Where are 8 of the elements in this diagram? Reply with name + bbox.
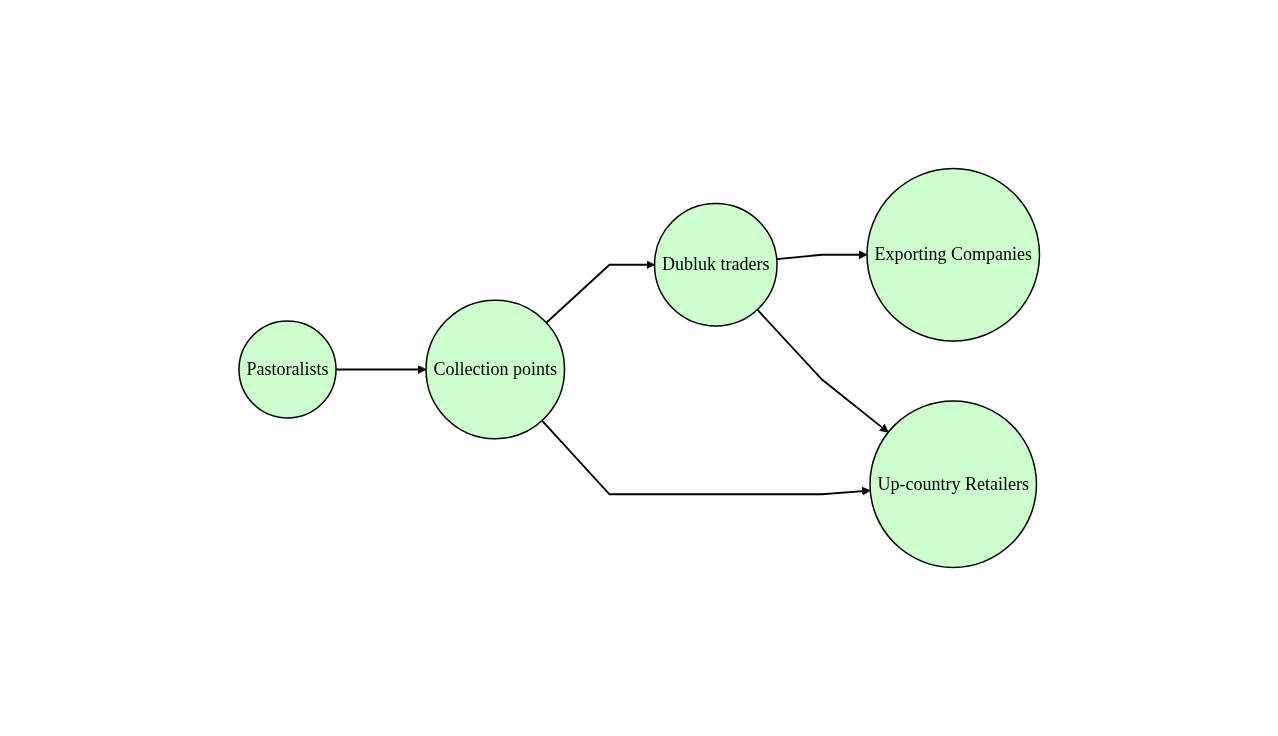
node-circle: Up-country Retailers <box>869 400 1037 569</box>
node-circle: Exporting Companies <box>866 167 1040 342</box>
arrow <box>540 419 871 496</box>
node-circle: Dubluk traders <box>653 202 778 327</box>
node-circle: Collection points <box>425 299 565 440</box>
node-circle: Pastoralists <box>238 320 337 419</box>
arrow <box>545 260 655 324</box>
arrow <box>756 308 889 433</box>
